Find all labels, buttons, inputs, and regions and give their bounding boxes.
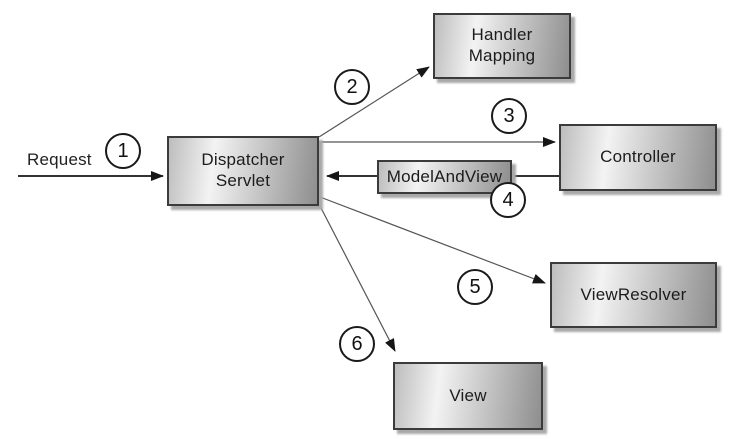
- arrow-dispatcher-to-viewresolver: [319, 196, 546, 284]
- step-number-1: 1: [117, 139, 129, 162]
- arrow-dispatcher-to-handler-mapping: [318, 66, 430, 138]
- step-badge-4: 4: [490, 182, 526, 218]
- box-dispatcher-servlet: Dispatcher Servlet: [167, 136, 319, 206]
- step-badge-5: 5: [457, 269, 493, 305]
- step-number-6: 6: [351, 332, 363, 355]
- box-controller: Controller: [559, 124, 717, 191]
- step-number-2: 2: [346, 75, 358, 98]
- step-number-5: 5: [469, 275, 481, 298]
- box-model-and-view-label: ModelAndView: [386, 166, 503, 186]
- box-model-and-view: ModelAndView: [377, 160, 512, 194]
- step-number-4: 4: [502, 188, 514, 211]
- step-badge-1: 1: [105, 133, 141, 169]
- box-view-resolver-label: ViewResolver: [580, 284, 687, 304]
- arrow-dispatcher-to-view: [319, 205, 396, 352]
- request-label: Request: [27, 150, 92, 169]
- step-badge-3: 3: [491, 98, 527, 134]
- step-badge-2: 2: [334, 69, 370, 105]
- box-view-label: View: [449, 385, 487, 405]
- box-view: View: [393, 362, 543, 430]
- box-controller-label: Controller: [600, 147, 676, 167]
- box-view-resolver: ViewResolver: [550, 262, 717, 328]
- step-number-3: 3: [503, 104, 515, 127]
- step-badge-6: 6: [339, 326, 375, 362]
- box-handler-mapping: Handler Mapping: [433, 13, 571, 79]
- box-dispatcher-servlet-label: Dispatcher Servlet: [201, 150, 285, 190]
- box-handler-mapping-label: Handler Mapping: [468, 25, 536, 65]
